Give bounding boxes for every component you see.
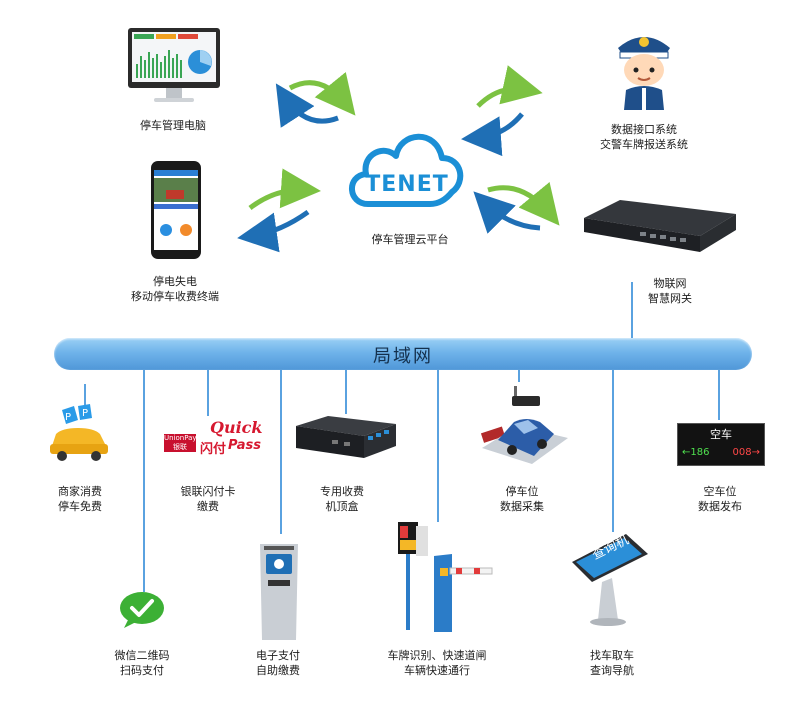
wechat-label-line2: 扫码支付 bbox=[120, 664, 164, 677]
unionpay-badge: UnionPay 银联 bbox=[164, 434, 197, 452]
query-label: 找车取车 查询导航 bbox=[570, 648, 654, 678]
drop-query bbox=[612, 370, 614, 532]
query-label-line2: 查询导航 bbox=[590, 664, 634, 677]
settop-box-icon bbox=[292, 412, 398, 462]
arrow-pc-blue bbox=[275, 83, 339, 128]
shanfu-text: 闪付 bbox=[200, 442, 227, 457]
unionpay-label-line2: 缴费 bbox=[197, 500, 219, 513]
pass-text: Pass bbox=[228, 438, 261, 453]
arrow-gateway-blue bbox=[473, 191, 541, 234]
box-label-line1: 专用收费 bbox=[320, 485, 364, 498]
lan-bus: 局域网 bbox=[54, 338, 752, 370]
traffic-police-icon bbox=[612, 24, 676, 110]
cloud-icon bbox=[349, 133, 464, 207]
payment-kiosk-icon bbox=[254, 540, 304, 640]
gate-label-line2: 车辆快速通行 bbox=[404, 664, 470, 677]
display-right-count: 008→ bbox=[732, 447, 760, 458]
arrow-gateway-green bbox=[487, 181, 560, 226]
collect-label: 停车位 数据采集 bbox=[480, 484, 564, 514]
arrow-police-green bbox=[476, 65, 543, 108]
drop-collect bbox=[518, 370, 520, 382]
box-label: 专用收费 机顶盒 bbox=[300, 484, 384, 514]
mobile-label-line1: 停电失电 bbox=[153, 275, 197, 288]
unionpay-badge-sub: 银联 bbox=[173, 443, 187, 451]
kiosk-label-line1: 电子支付 bbox=[256, 649, 300, 662]
vacancy-display: 空车 ←186 008→ bbox=[677, 423, 765, 466]
mobile-label-line2: 移动停车收费终端 bbox=[131, 290, 219, 303]
wechat-label-line1: 微信二维码 bbox=[114, 649, 170, 662]
gateway-label-line1: 物联网 bbox=[653, 277, 687, 290]
drop-box bbox=[345, 370, 347, 414]
merchant-label-line1: 商家消费 bbox=[58, 485, 102, 498]
kiosk-label: 电子支付 自助缴费 bbox=[236, 648, 320, 678]
drop-unionpay bbox=[207, 370, 209, 416]
merchant-car-icon: P P bbox=[48, 402, 110, 462]
kiosk-label-line2: 自助缴费 bbox=[256, 664, 300, 677]
gate-label: 车牌识别、快速道闸 车辆快速通行 bbox=[374, 648, 500, 678]
pc-monitor-icon bbox=[126, 26, 222, 106]
police-label-line2: 交警车牌报送系统 bbox=[600, 138, 688, 151]
unionpay-logo: UnionPay 银联 Quick 闪付 Pass bbox=[164, 418, 264, 458]
lan-label: 局域网 bbox=[373, 346, 433, 367]
query-label-line1: 找车取车 bbox=[590, 649, 634, 662]
drop-gate bbox=[437, 370, 439, 522]
drop-publish bbox=[718, 370, 720, 420]
parking-sensor-icon bbox=[478, 382, 568, 468]
svg-text:P: P bbox=[82, 408, 88, 419]
unionpay-badge-text: UnionPay bbox=[164, 434, 197, 442]
box-label-line2: 机顶盒 bbox=[325, 500, 359, 513]
arrow-police-blue bbox=[461, 112, 524, 157]
collect-label-line2: 数据采集 bbox=[500, 500, 544, 513]
publish-label-line1: 空车位 bbox=[703, 485, 737, 498]
svg-text:P: P bbox=[65, 412, 71, 423]
pc-label: 停车管理电脑 bbox=[140, 119, 206, 132]
police-label-line1: 数据接口系统 bbox=[611, 123, 677, 136]
unionpay-label: 银联闪付卡 缴费 bbox=[166, 484, 250, 514]
gateway-label: 物联网 智慧网关 bbox=[620, 276, 720, 306]
publish-label-line2: 数据发布 bbox=[698, 500, 742, 513]
gateway-label-line2: 智慧网关 bbox=[648, 292, 692, 305]
unionpay-label-line1: 银联闪付卡 bbox=[180, 485, 236, 498]
collect-label-line1: 停车位 bbox=[505, 485, 539, 498]
display-left-count: ←186 bbox=[682, 447, 710, 458]
arrow-mobile-green bbox=[248, 168, 321, 210]
sync-arrows bbox=[237, 65, 560, 253]
query-terminal-icon: 查询机 bbox=[568, 530, 650, 626]
cloud-platform bbox=[340, 118, 470, 228]
arrow-pc-green bbox=[288, 71, 356, 116]
wechat-icon bbox=[118, 590, 166, 630]
arrow-mobile-blue bbox=[237, 209, 310, 253]
barrier-gate-icon bbox=[392, 516, 494, 634]
cloud-label: 停车管理云平台 bbox=[371, 233, 449, 246]
iot-gateway-icon bbox=[580, 196, 740, 258]
mobile-label: 停电失电 移动停车收费终端 bbox=[110, 274, 240, 304]
drop-wechat bbox=[143, 370, 145, 592]
mobile-terminal-icon bbox=[150, 160, 202, 260]
drop-kiosk bbox=[280, 370, 282, 534]
cloud-logo-text: TENET bbox=[365, 172, 449, 197]
gateway-connector bbox=[631, 282, 633, 340]
quick-text: Quick bbox=[210, 418, 263, 437]
merchant-label: 商家消费 停车免费 bbox=[40, 484, 120, 514]
gate-label-line1: 车牌识别、快速道闸 bbox=[387, 649, 487, 662]
publish-label: 空车位 数据发布 bbox=[680, 484, 760, 514]
merchant-label-line2: 停车免费 bbox=[58, 500, 102, 513]
police-label: 数据接口系统 交警车牌报送系统 bbox=[580, 122, 708, 152]
drop-merchant bbox=[84, 384, 86, 408]
display-title: 空车 bbox=[710, 428, 732, 441]
wechat-label: 微信二维码 扫码支付 bbox=[100, 648, 184, 678]
